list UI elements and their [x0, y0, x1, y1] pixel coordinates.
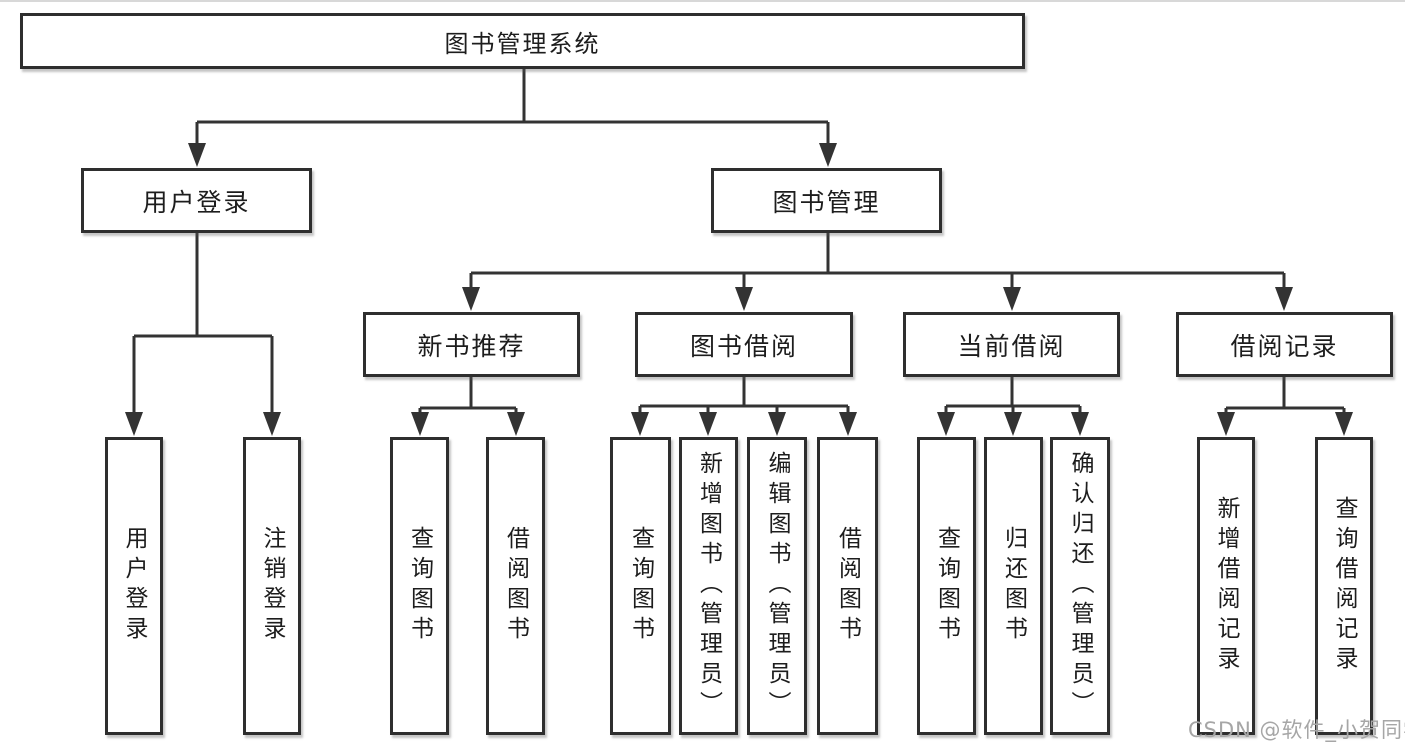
connector-borrow-rec-to-leaves [1224, 377, 1346, 413]
node-new-book-recommendation: 新书推荐 [363, 312, 580, 377]
arrowhead-icon [411, 412, 429, 436]
leaf-borrow-books-recommend: 借阅图书 [486, 437, 545, 735]
arrowhead-icon [937, 412, 955, 436]
node-label: 用户登录 [121, 526, 147, 646]
node-label: 用户登录 [142, 187, 251, 217]
node-label: 图书管理 [772, 187, 881, 217]
node-label: 借阅图书 [502, 526, 529, 646]
node-label: 图书管理系统 [444, 29, 601, 58]
connector-book-borrow-to-leaves [638, 377, 850, 413]
arrowhead-icon [839, 412, 857, 436]
node-label: 确认归还（管理员） [1067, 451, 1093, 721]
node-label: 图书借阅 [689, 331, 798, 361]
leaf-user-login: 用户登录 [105, 437, 163, 735]
node-borrowing-records: 借阅记录 [1176, 312, 1393, 377]
connector-new-rec-to-leaves [418, 377, 518, 413]
watermark: CSDN @软件_小贺同学 [1188, 718, 1405, 742]
leaf-query-books-recommend: 查询图书 [390, 437, 449, 735]
leaf-add-books-admin: 新增图书（管理员） [679, 437, 738, 735]
leaf-borrow-books: 借阅图书 [817, 437, 878, 735]
connector-segments [132, 69, 1346, 413]
leaf-add-borrow-record: 新增借阅记录 [1197, 437, 1255, 735]
connector-root-to-level2 [195, 69, 830, 145]
arrowhead-icon [1003, 287, 1021, 311]
arrowhead-icon [1071, 412, 1089, 436]
arrowhead-icon [735, 287, 753, 311]
top-edge-artifact [0, 0, 1405, 2]
node-book-borrowing: 图书借阅 [635, 312, 853, 377]
connector-user-login-to-leaves [132, 233, 274, 413]
node-user-login: 用户登录 [81, 168, 312, 233]
leaf-confirm-return-admin: 确认归还（管理员） [1050, 437, 1110, 735]
node-label: 查询图书 [627, 526, 654, 646]
arrowhead-icon [507, 412, 525, 436]
node-label: 新书推荐 [417, 331, 526, 361]
arrowhead-icon [263, 412, 281, 436]
arrowhead-icon [1217, 412, 1235, 436]
leaf-query-books-borrowing: 查询图书 [610, 437, 671, 735]
node-label: 查询借阅记录 [1331, 496, 1357, 676]
node-library-management-system: 图书管理系统 [20, 13, 1025, 69]
node-label: 借阅图书 [834, 526, 861, 646]
leaf-query-borrow-record: 查询借阅记录 [1315, 437, 1373, 735]
arrowhead-icon [188, 143, 206, 167]
arrowhead-icon [768, 412, 786, 436]
arrowhead-icon [125, 412, 143, 436]
arrowhead-icon [1004, 412, 1022, 436]
connector-book-mgmt-to-level3 [469, 233, 1286, 288]
arrowheads [125, 143, 1353, 436]
node-label: 新增图书（管理员） [695, 451, 722, 721]
arrowhead-icon [1275, 287, 1293, 311]
node-label: 查询图书 [933, 526, 960, 646]
connector-cur-borrow-to-leaves [944, 377, 1082, 413]
node-book-management: 图书管理 [711, 168, 942, 233]
arrowhead-icon [462, 287, 480, 311]
node-label: 编辑图书（管理员） [764, 451, 790, 721]
node-label: 查询图书 [406, 526, 433, 646]
node-label: 新增借阅记录 [1213, 496, 1239, 676]
arrowhead-icon [1335, 412, 1353, 436]
leaf-return-books: 归还图书 [984, 437, 1043, 735]
arrowhead-icon [631, 412, 649, 436]
leaf-edit-books-admin: 编辑图书（管理员） [747, 437, 807, 735]
node-label: 归还图书 [1000, 526, 1027, 646]
arrowhead-icon [699, 412, 717, 436]
arrowhead-icon [819, 143, 837, 167]
node-label: 注销登录 [259, 526, 285, 646]
leaf-query-books-current: 查询图书 [917, 437, 976, 735]
leaf-logout-login: 注销登录 [243, 437, 301, 735]
node-label: 借阅记录 [1230, 331, 1339, 361]
node-label: 当前借阅 [957, 331, 1066, 361]
node-current-borrowing: 当前借阅 [903, 312, 1120, 377]
